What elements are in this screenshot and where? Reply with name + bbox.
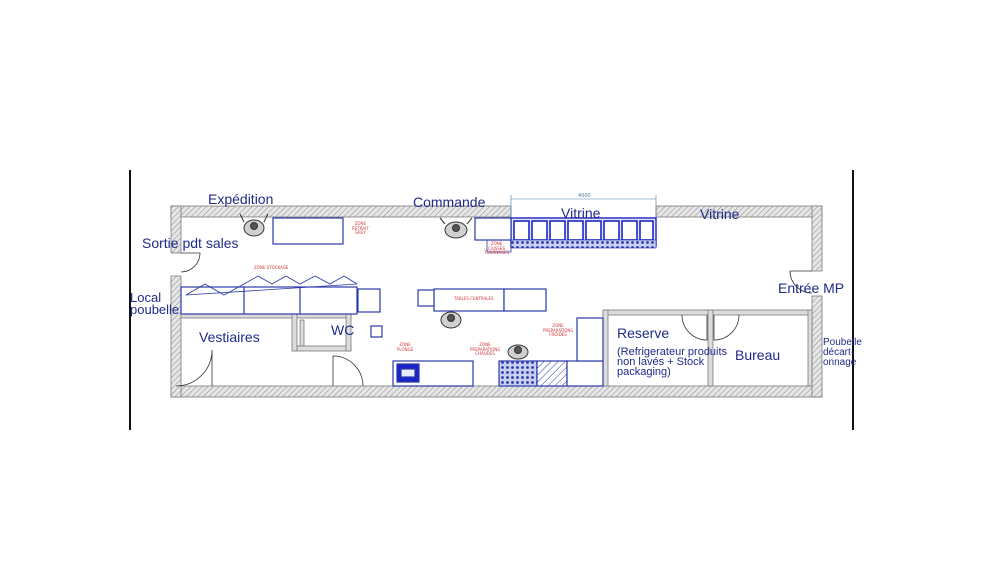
label-reserve-note-1: (Refrigerateur produits — [617, 346, 728, 358]
door-wc — [332, 355, 364, 387]
dimension-label: 4000 — [578, 193, 591, 199]
zone-prep-cold: ZONE PREPARATIONS FROIDES — [543, 323, 573, 338]
label-vestiaires: Vestiaires — [199, 329, 260, 345]
worker-prep — [507, 344, 529, 360]
shelf-truss — [185, 275, 358, 296]
furniture — [180, 217, 604, 387]
vitrine-displays — [510, 217, 657, 249]
wc-sink — [370, 325, 383, 338]
reserve-top-wall — [602, 309, 813, 316]
prep-cold-counter — [536, 360, 568, 387]
zone-prep-cold-line-2: PREPARATIONS — [543, 327, 573, 333]
label-poubelle-1: Poubelle — [823, 337, 862, 348]
prep-side-counter — [566, 360, 604, 387]
label-entree-mp: Entrée MP — [778, 280, 845, 296]
label-reserve: Reserve — [617, 325, 670, 341]
label-vitrine-1: Vitrine — [561, 205, 601, 221]
label-bureau: Bureau — [735, 347, 781, 363]
interior-walls — [180, 309, 813, 387]
door-bureau — [713, 314, 740, 341]
zone-retrait: ZONE RETRAIT GREY — [352, 221, 369, 236]
left-wall-lower — [170, 275, 182, 398]
bottom-wall — [170, 385, 823, 398]
door-reserve — [681, 314, 708, 341]
zone-prep-hot: ZONE PREPARATIONS CHAUDES — [470, 342, 500, 357]
door-sortie — [180, 252, 201, 273]
zone-caisses-line-3: TOURNAGES — [484, 250, 510, 256]
zone-retrait-line-1: ZONE — [354, 221, 367, 226]
doors — [175, 252, 813, 387]
storage-cart — [357, 288, 381, 313]
zone-prep-hot-line-2: PREPARATIONS — [470, 346, 500, 352]
zone-tables: TABLES CENTRALES — [454, 296, 494, 301]
zone-plonge: ZONE PLONGE — [397, 342, 414, 352]
zone-prep-cold-line-3: FROIDES — [549, 332, 567, 338]
vitrine-cases — [513, 220, 654, 241]
froides-counter — [576, 317, 604, 362]
zone-caisses-line-1: ZONE — [490, 241, 503, 246]
label-vitrine-2: Vitrine — [700, 206, 740, 222]
zone-retrait-line-3: GREY — [354, 230, 366, 236]
label-poubelle-2: décart- — [823, 347, 855, 358]
zone-plonge-line-1: ZONE — [399, 342, 411, 347]
worker-central — [440, 311, 462, 329]
vitrine-base — [510, 239, 657, 249]
label-local: Local — [130, 290, 162, 305]
door-vestiaires — [175, 349, 213, 387]
worker-commande — [439, 217, 473, 239]
reserve-left-wall — [602, 309, 609, 387]
dimension-line — [510, 195, 657, 218]
label-expedition: Expédition — [208, 191, 274, 207]
right-wall-upper — [811, 205, 823, 272]
label-poubelle: poubelle — [130, 302, 180, 317]
wc-inner-wall — [299, 319, 305, 347]
zone-retrait-line-2: RETRAIT — [352, 225, 369, 231]
prep-hot-counter — [498, 360, 538, 387]
label-commande: Commande — [413, 194, 486, 210]
label-sortie: Sortie pdt sales — [142, 235, 239, 251]
zone-plonge-line-2: PLONGE — [397, 346, 414, 352]
door-entree — [789, 270, 813, 294]
workers — [239, 213, 529, 360]
right-wall-lower — [811, 295, 823, 398]
storage-shelf — [180, 286, 358, 315]
worker-expedition — [239, 213, 269, 237]
zone-prep-hot-line-3: CHAUDES — [475, 351, 495, 357]
label-reserve-note-3: packaging) — [617, 366, 671, 378]
left-wall-upper — [170, 205, 182, 254]
label-reserve-note-2: non lavés + Stock — [617, 356, 705, 368]
zone-prep-cold-line-1: ZONE — [552, 323, 564, 328]
label-wc: WC — [331, 322, 355, 338]
zone-caisses: ZONE CAISSES TOURNAGES — [484, 241, 510, 256]
zone-stockage: ZONE STOCKAGE — [254, 265, 289, 270]
plonge-sink-inner — [400, 368, 416, 378]
bureau-right-wall — [807, 309, 813, 387]
zone-caisses-line-2: CAISSES — [488, 245, 505, 251]
commande-counter — [474, 217, 512, 241]
wc-bottom-wall — [296, 345, 352, 352]
zone-prep-hot-line-1: ZONE — [479, 342, 491, 347]
vestiaires-right-wall — [291, 312, 298, 352]
expedition-counter — [272, 217, 344, 245]
small-sink — [417, 289, 435, 307]
central-table-right — [503, 288, 547, 312]
label-poubelle-3: onnage — [823, 357, 857, 368]
caisses-box — [486, 239, 512, 253]
reserve-right-wall — [707, 309, 714, 387]
